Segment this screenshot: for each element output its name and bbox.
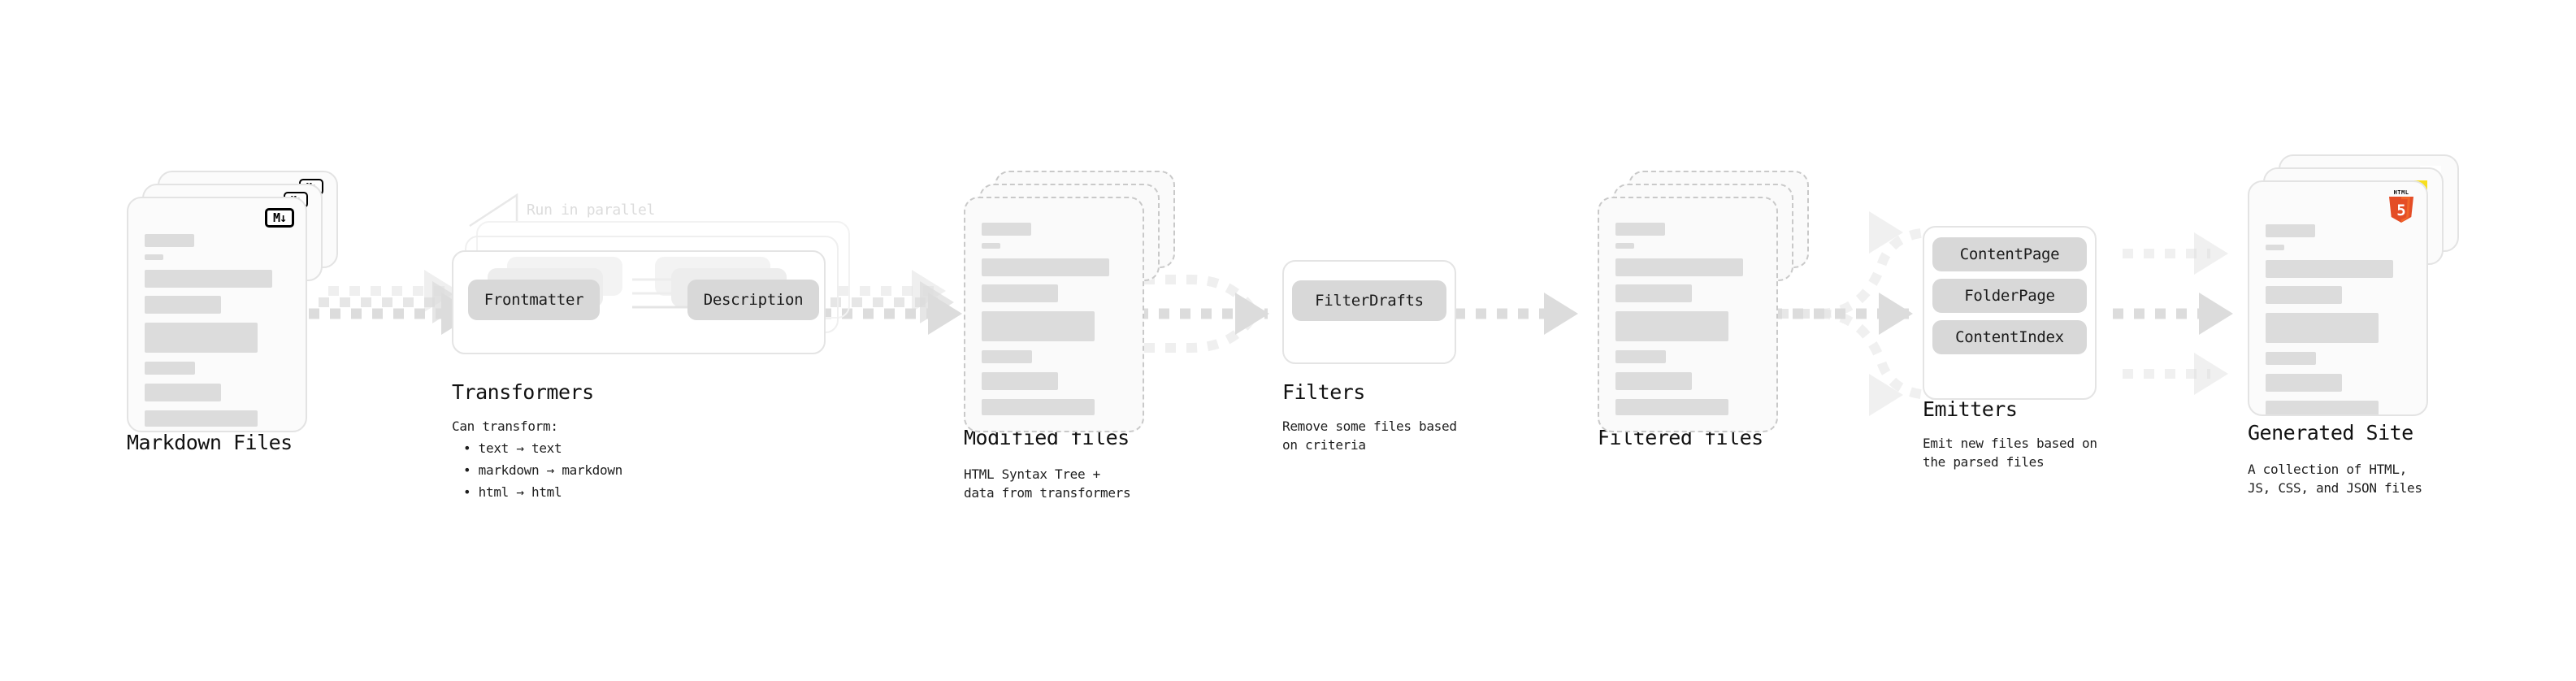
skeleton-bar [145,234,194,247]
card-sheet-front [1598,197,1778,432]
skeleton-bar [1615,284,1693,302]
emitter-pill-contentindex[interactable]: ContentIndex [1932,320,2087,354]
skeleton-bar [145,270,272,288]
skeleton-bar [1615,350,1667,363]
skeleton-bar [145,254,164,260]
stage-title-filters: Filters [1282,380,1365,404]
skeleton-bar [2266,245,2285,250]
modified-files-subtitle: HTML Syntax Tree + data from transformer… [964,466,1131,501]
html5-shield-icon: 5 [2389,197,2413,223]
skeleton-bar [145,384,222,401]
skeleton-bar [145,323,258,353]
emitter-pill-contentpage[interactable]: ContentPage [1932,237,2087,271]
skeleton-bar [982,350,1033,363]
stage-title-emitters: Emitters [1923,397,2018,421]
file-skeleton-bars [145,234,289,431]
skeleton-bar [982,284,1059,302]
skeleton-bar [1615,258,1743,276]
card-sheet-front: M↓ [127,197,307,432]
skeleton-bar [982,223,1031,236]
card-sheet-front: HTML 5 [2248,180,2428,416]
run-in-parallel-hint: Run in parallel [527,202,656,219]
skeleton-bar [145,362,196,375]
transformers-bullet-1: • text → text [463,440,562,456]
skeleton-bar [2266,224,2315,237]
skeleton-bar [1615,311,1728,341]
filter-pill-filterdrafts[interactable]: FilterDrafts [1292,280,1446,321]
skeleton-bar [982,243,1001,249]
transformers-subtitle: Can transform: [452,419,558,434]
transformers-bullet-3: • html → html [463,484,562,500]
emitters-subtitle: Emit new files based on the parsed files [1923,436,2097,471]
html5-badge-label: HTML [2393,189,2409,196]
skeleton-bar [1615,372,1693,390]
html5-badge-digit: 5 [2396,202,2406,219]
file-skeleton-bars [2266,224,2410,414]
filters-subtitle: Remove some files based on criteria [1282,419,1457,453]
skeleton-bar [2266,260,2393,278]
transformer-pill-description[interactable]: Description [687,280,819,320]
skeleton-bar [1615,243,1635,249]
file-skeleton-bars [1615,223,1760,423]
emitter-pill-folderpage[interactable]: FolderPage [1932,279,2087,313]
skeleton-bar [982,372,1059,390]
skeleton-bar [2266,286,2343,304]
skeleton-bar [145,410,258,427]
stage-title-transformers: Transformers [452,380,594,404]
stage-title-markdown-files: Markdown Files [127,431,293,454]
transformer-pill-frontmatter[interactable]: Frontmatter [468,280,600,320]
skeleton-bar [2266,313,2379,343]
markdown-badge: M↓ [265,208,294,228]
stage-title-generated-site: Generated Site [2248,421,2413,445]
skeleton-bar [1615,223,1665,236]
skeleton-bar [982,399,1095,415]
skeleton-bar [2266,374,2343,392]
skeleton-bar [1615,399,1728,415]
skeleton-bar [2266,352,2317,365]
generated-site-subtitle: A collection of HTML, JS, CSS, and JSON … [2248,462,2422,497]
skeleton-bar [145,296,222,314]
transformers-bullet-2: • markdown → markdown [463,462,622,478]
file-skeleton-bars [982,223,1126,423]
skeleton-bar [982,311,1095,341]
skeleton-bar [2266,401,2379,414]
card-sheet-front [964,197,1144,432]
html5-badge: HTML 5 [2387,190,2415,223]
skeleton-bar [982,258,1109,276]
